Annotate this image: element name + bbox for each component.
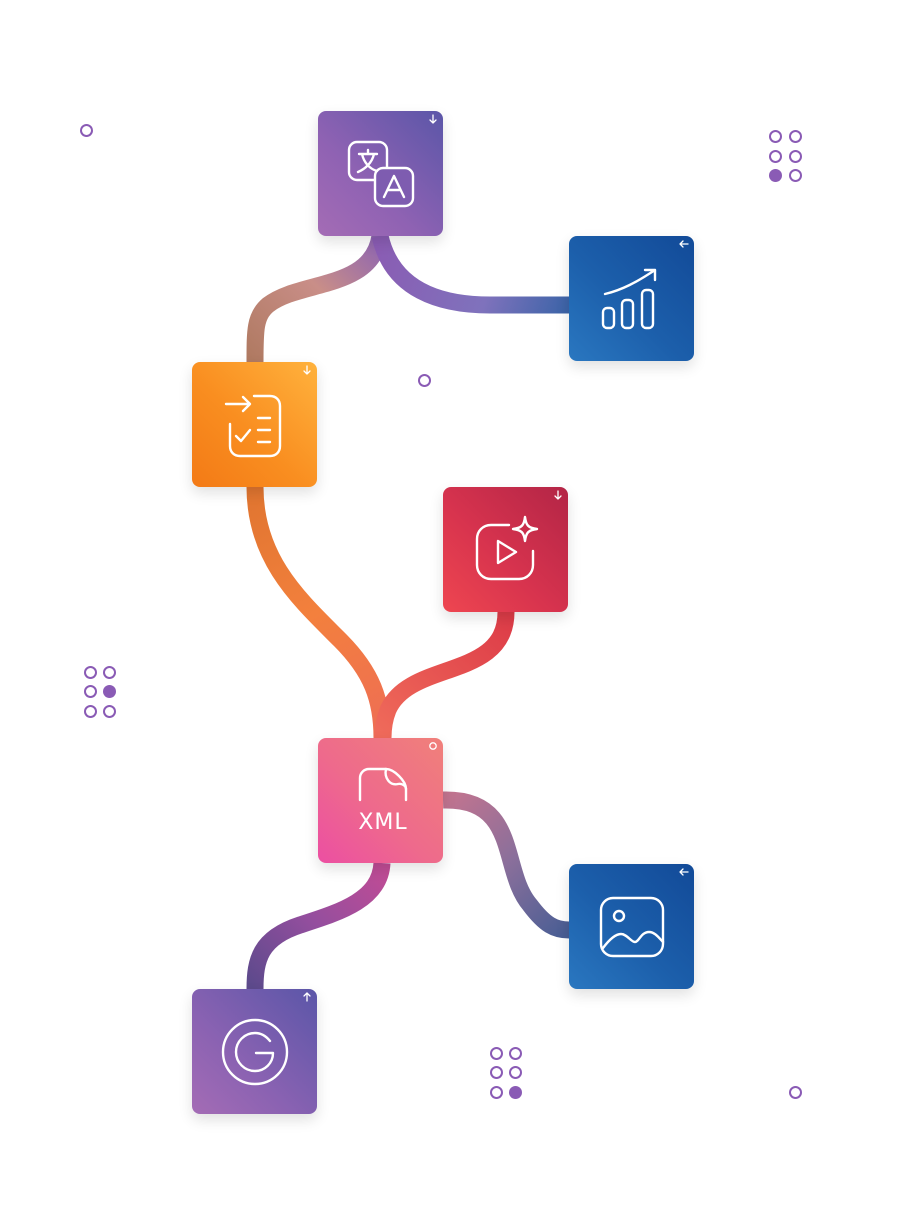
arrow-left-icon: [679, 868, 689, 876]
edge-xml-google: [246, 861, 391, 990]
decor-dot: [789, 169, 802, 182]
video-node[interactable]: [443, 487, 568, 612]
arrow-up-icon: [303, 992, 311, 1002]
bar-chart-icon: [601, 268, 656, 329]
decor-dot: [789, 130, 802, 143]
decor-dot: [103, 666, 116, 679]
translate-node[interactable]: [318, 111, 443, 236]
decor-dot: [84, 705, 97, 718]
image-icon: [599, 896, 664, 957]
decor-dot: [103, 685, 116, 698]
arrow-down-icon: [303, 365, 311, 375]
arrow-left-icon: [679, 240, 689, 248]
edge-tasks-xml: [246, 486, 391, 739]
circle-icon: [429, 742, 437, 750]
xml-node[interactable]: XML: [318, 738, 443, 863]
google-node[interactable]: [192, 989, 317, 1114]
decor-dot: [769, 150, 782, 163]
video-sparkle-icon: [475, 515, 538, 580]
decor-dot: [490, 1047, 503, 1060]
tasks-node[interactable]: [192, 362, 317, 487]
translate-icon: [347, 140, 414, 207]
decor-dot: [418, 374, 431, 387]
decor-dot: [769, 169, 782, 182]
decor-dot: [789, 150, 802, 163]
xml-file-icon: XML: [358, 767, 407, 835]
decor-dot: [103, 705, 116, 718]
decor-dot: [509, 1047, 522, 1060]
decor-dot: [769, 130, 782, 143]
task-list-icon: [224, 394, 281, 457]
decor-dot: [509, 1066, 522, 1079]
edge-video-xml: [374, 611, 515, 739]
arrow-down-icon: [554, 490, 562, 500]
decor-dot: [509, 1086, 522, 1099]
google-icon: [221, 1018, 288, 1085]
edge-translate-tasks: [246, 234, 389, 363]
decor-dot: [490, 1066, 503, 1079]
decor-dot: [490, 1086, 503, 1099]
edge-translate-chart: [371, 233, 569, 314]
decor-dot: [84, 685, 97, 698]
xml-label: XML: [358, 810, 407, 835]
arrow-down-icon: [429, 114, 437, 124]
edge-xml-image: [442, 791, 570, 939]
decor-dot: [789, 1086, 802, 1099]
decor-dot: [84, 666, 97, 679]
image-node[interactable]: [569, 864, 694, 989]
analytics-node[interactable]: [569, 236, 694, 361]
decor-dot: [80, 124, 93, 137]
